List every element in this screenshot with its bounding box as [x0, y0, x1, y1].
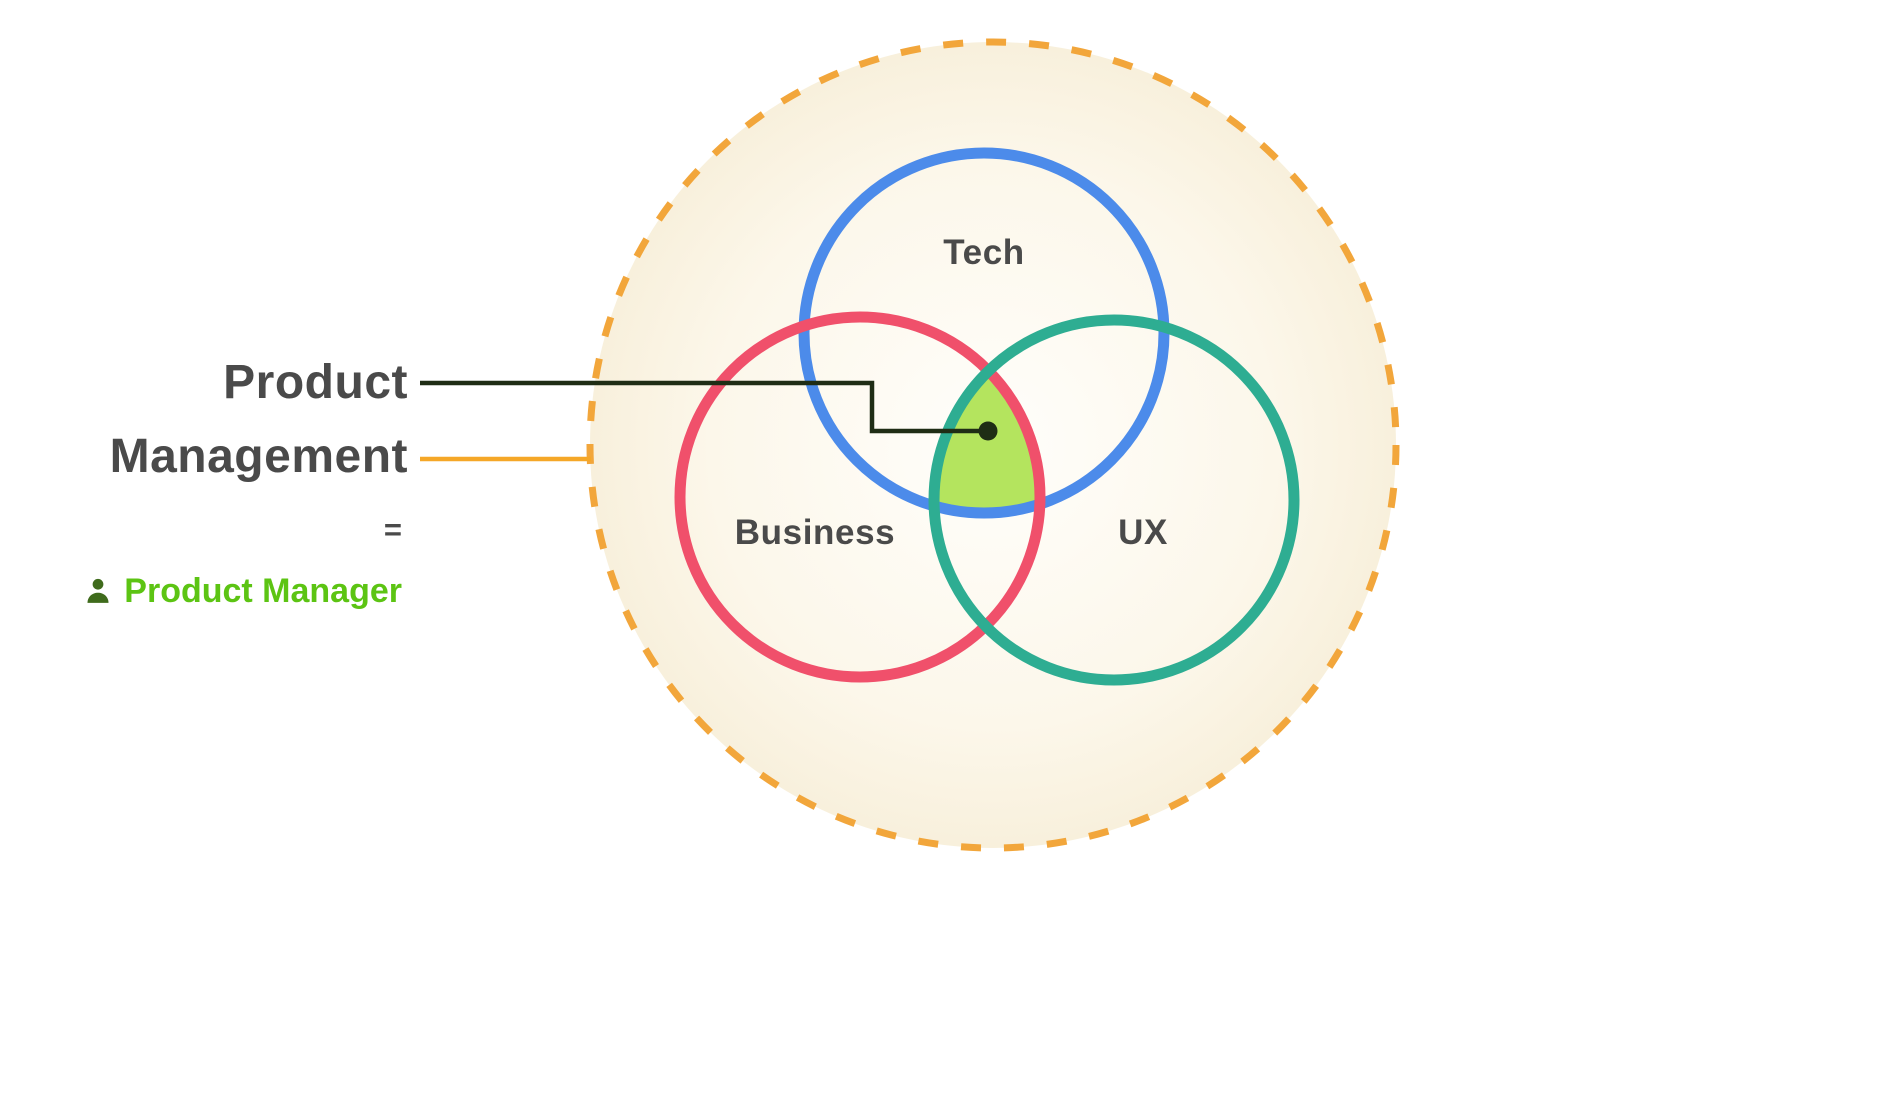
- business-circle: [674, 311, 1046, 683]
- product-manager-row: Product Manager: [83, 574, 402, 608]
- product-management-title-line1: Product: [223, 356, 408, 409]
- product-connector-line: [420, 380, 982, 434]
- tech-circle: [798, 147, 1170, 519]
- product-management-title-line2: Management: [109, 430, 408, 483]
- intersection-dot: [978, 421, 998, 441]
- equals-sign: =: [383, 512, 402, 547]
- tech-circle-label: Tech: [943, 233, 1025, 272]
- product-manager-label: Product Manager: [124, 572, 402, 610]
- person-icon: [83, 576, 113, 606]
- business-circle-label: Business: [734, 513, 896, 552]
- ux-circle-label: UX: [1118, 513, 1168, 552]
- ux-circle: [928, 314, 1300, 686]
